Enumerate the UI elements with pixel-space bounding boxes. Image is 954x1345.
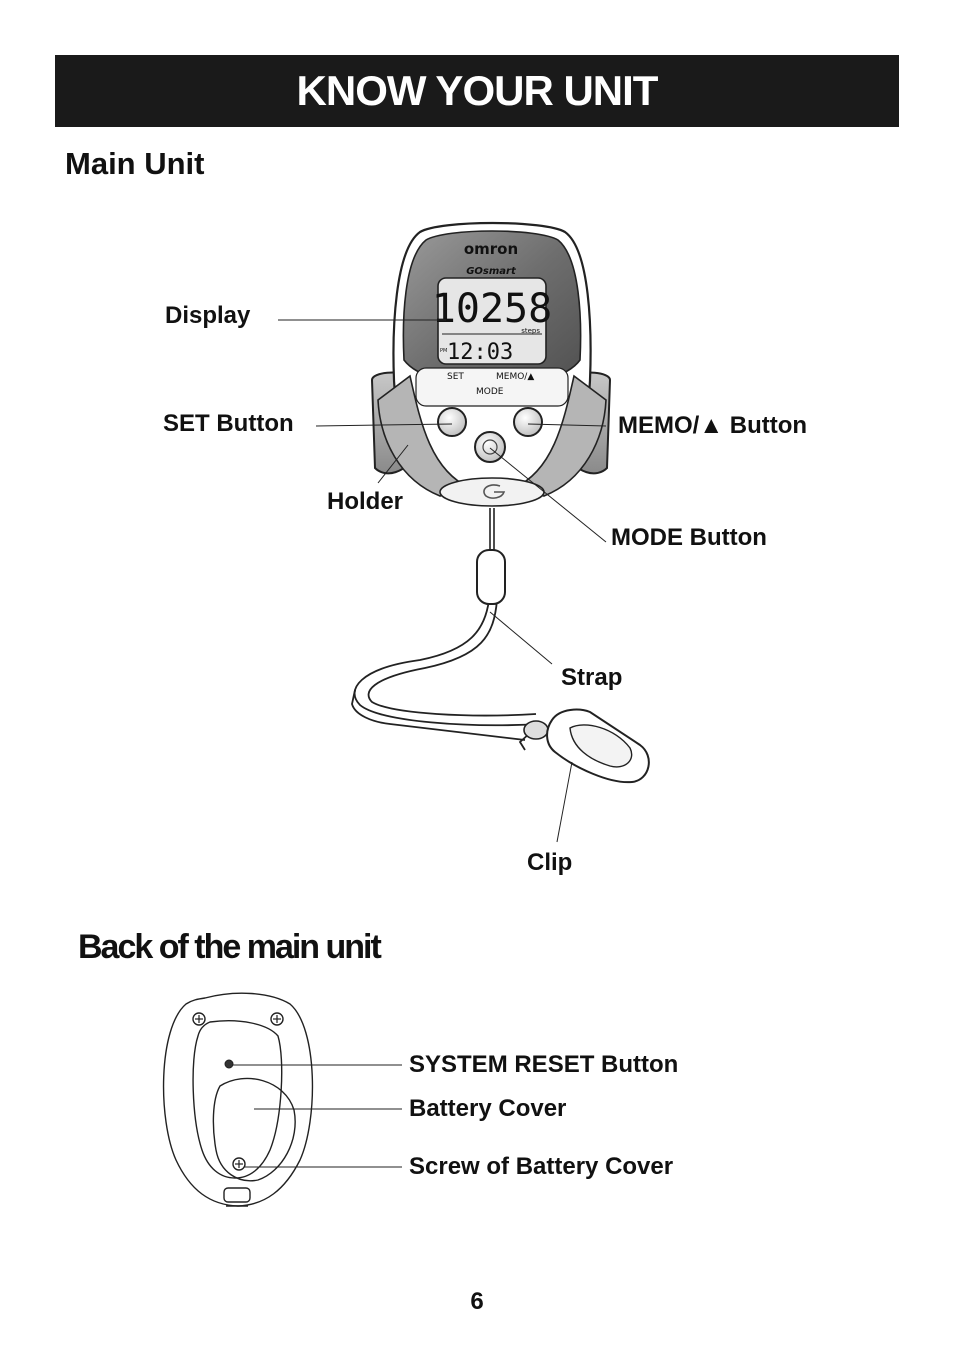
brand-logo: omron (464, 240, 518, 258)
label-display: Display (165, 302, 251, 329)
system-reset-button[interactable] (224, 1059, 234, 1069)
lcd-ampm: PM (440, 348, 447, 354)
lcd-display (437, 277, 547, 365)
label-clip: Clip (527, 849, 573, 876)
key-label-set: SET (447, 372, 464, 382)
label-screw: Screw of Battery Cover (409, 1153, 674, 1180)
strap-connector (476, 549, 506, 605)
main-leader-lines (278, 319, 607, 843)
screw-icon (270, 1012, 284, 1026)
lcd-steps-value: 10258 (432, 286, 552, 332)
strap (351, 599, 541, 751)
label-battery-cover: Battery Cover (409, 1095, 567, 1122)
title-bar: KNOW YOUR UNIT (55, 55, 899, 127)
main-unit-heading: Main Unit (65, 146, 205, 181)
label-mode-button: MODE Button (611, 524, 767, 551)
lcd-steps-unit: steps (521, 327, 540, 335)
memo-button[interactable] (513, 407, 543, 437)
mode-button[interactable] (474, 431, 506, 463)
lcd-time: 12:03 (447, 340, 513, 365)
g-logo-icon (483, 484, 506, 499)
back-leader-lines (232, 1064, 402, 1168)
page-number: 6 (470, 1288, 484, 1315)
label-set-button: SET Button (163, 410, 294, 437)
page-title: KNOW YOUR UNIT (296, 67, 659, 114)
back-unit-illustration (162, 992, 314, 1207)
label-holder: Holder (327, 488, 404, 515)
screw-icon (192, 1012, 206, 1026)
label-memo-button: MEMO/▲ Button (618, 412, 808, 439)
clip (523, 708, 650, 784)
model-name: GOsmart (466, 266, 517, 277)
set-button[interactable] (437, 407, 467, 437)
back-unit-heading: Back of the main unit (78, 928, 382, 966)
key-label-memo: MEMO/▲ (496, 372, 534, 382)
label-system-reset: SYSTEM RESET Button (409, 1051, 679, 1078)
key-label-mode: MODE (476, 387, 504, 397)
battery-cover-screw-icon (232, 1157, 246, 1171)
label-strap: Strap (561, 664, 623, 691)
